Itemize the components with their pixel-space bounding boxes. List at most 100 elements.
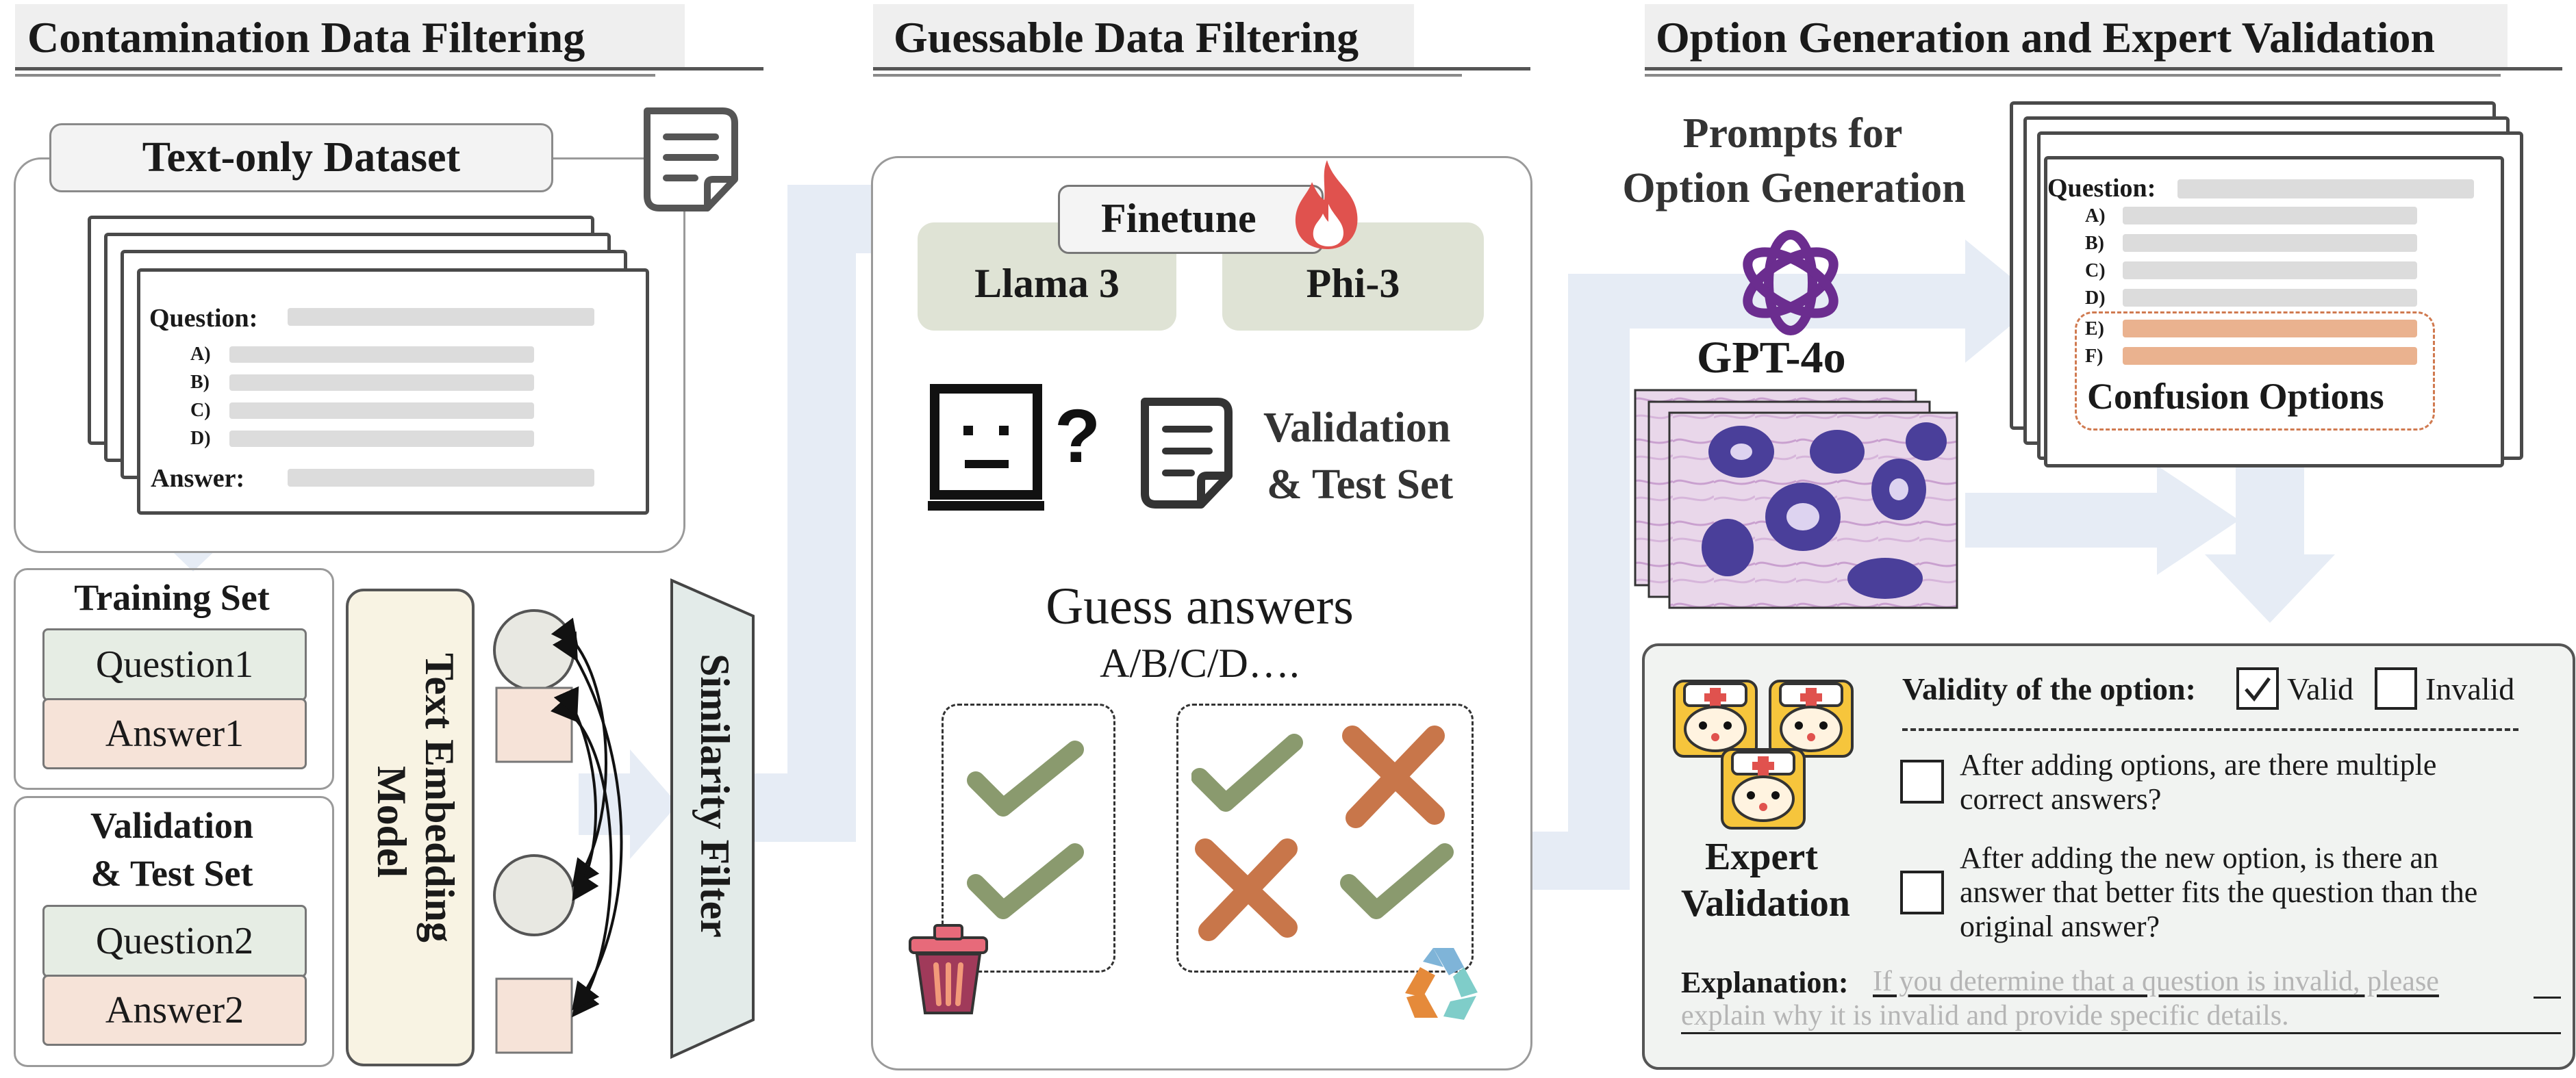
- embedding-vectors: [493, 609, 623, 1054]
- expert-label-line1: Expert: [1705, 836, 1818, 878]
- option-bar: [2123, 289, 2417, 307]
- trash-icon: [909, 924, 988, 1014]
- section-title-guessable: Guessable Data Filtering: [894, 13, 1359, 62]
- prompts-label-line1: Prompts for: [1682, 110, 1903, 157]
- section-rule: [1645, 74, 2501, 77]
- expert-label-line2: Validation: [1681, 882, 1850, 925]
- embedding-square-1: [495, 686, 573, 763]
- question-label: Question:: [149, 304, 258, 333]
- flow-arrow-to-expert: [2205, 465, 2335, 623]
- invalid-checkbox[interactable]: [2375, 667, 2417, 710]
- underline: [2534, 997, 2561, 999]
- embedding-model-label-line2: Model: [369, 766, 414, 878]
- q1-line1: After adding options, are there multiple: [1960, 748, 2437, 782]
- option-bar: [229, 431, 534, 447]
- validation-set-title-line2: & Test Set: [90, 853, 253, 894]
- option-bar: [2123, 207, 2417, 224]
- openai-logo-icon: [1743, 230, 1839, 335]
- valid-checkbox[interactable]: [2236, 667, 2279, 710]
- check-icon: [1340, 843, 1454, 919]
- robot-question-icon: ?: [928, 384, 1100, 511]
- guess-answers-line2: A/B/C/D….: [1100, 641, 1300, 686]
- option-bar: [229, 374, 534, 391]
- llama3-label: Llama 3: [974, 261, 1120, 306]
- check-icon: [967, 843, 1084, 919]
- explanation-line2[interactable]: explain why it is invalid and provide sp…: [1681, 1000, 2289, 1031]
- embedding-model-label-line1: Text Embedding: [417, 653, 462, 942]
- option-label: D): [2085, 287, 2106, 309]
- document-icon: [644, 107, 738, 211]
- option-bar: [229, 346, 534, 363]
- explanation-label: Explanation:: [1681, 966, 1849, 999]
- flow-arrow-to-card: [1965, 465, 2239, 575]
- section-rule: [873, 74, 1462, 77]
- divider: [1902, 728, 2518, 731]
- option-label: A): [190, 344, 211, 365]
- section-rule: [873, 67, 1530, 70]
- nurse-mascot: [1721, 748, 1806, 830]
- option-label: E): [2085, 318, 2104, 339]
- invalid-label: Invalid: [2425, 671, 2515, 706]
- confusion-option-bar: [2123, 347, 2417, 365]
- flame-icon: [1295, 160, 1358, 249]
- check-icon: [967, 741, 1084, 817]
- histology-images: [1634, 389, 1958, 609]
- answer2-scroll: Answer2: [42, 975, 307, 1046]
- document-icon: [1141, 398, 1233, 509]
- explanation-underline: [1681, 1032, 2561, 1034]
- option-bar: [2123, 261, 2417, 279]
- q1-line2: correct answers?: [1960, 782, 2162, 816]
- option-label: A): [2085, 205, 2106, 227]
- finetune-box: Finetune: [1058, 185, 1324, 254]
- embedding-circle-2: [493, 854, 575, 936]
- option-label: C): [2085, 260, 2106, 281]
- answer-placeholder-bar: [288, 469, 594, 487]
- similarity-filter-label: Similarity Filter: [692, 654, 737, 938]
- check-marks: [967, 741, 1084, 919]
- nurse-mascot-icons: [1673, 680, 1854, 830]
- guessable-keep-box: [1176, 704, 1474, 973]
- flow-arrow-to-gpt: [1472, 240, 2041, 890]
- check-icon: [1191, 734, 1303, 812]
- finetune-label: Finetune: [1101, 196, 1257, 241]
- option-label: D): [190, 428, 211, 449]
- checkmark-icon: [2245, 677, 2271, 702]
- embedding-circle-1: [493, 609, 575, 691]
- option-bar: [229, 402, 534, 419]
- validation-label-line1: Validation: [1263, 405, 1451, 451]
- answer-label: Answer:: [151, 464, 245, 493]
- question-label: Question:: [2047, 174, 2156, 203]
- validation-set-box: [14, 796, 334, 1067]
- training-set-title: Training Set: [74, 577, 270, 618]
- validity-label: Validity of the option:: [1902, 671, 2196, 706]
- question-placeholder-bar: [288, 308, 594, 326]
- section-title-contamination: Contamination Data Filtering: [27, 13, 585, 62]
- flow-arrow-to-filter: [579, 749, 678, 859]
- confusion-options-box: [2075, 311, 2435, 431]
- multiple-correct-checkbox[interactable]: [1900, 760, 1944, 804]
- option-label: F): [2085, 346, 2104, 367]
- nurse-mascot: [1673, 680, 1758, 758]
- confusion-options-label: Confusion Options: [2087, 376, 2384, 417]
- recycle-icon: [1405, 948, 1478, 1020]
- better-answer-checkbox[interactable]: [1900, 871, 1944, 914]
- nurse-mascot: [1769, 680, 1854, 758]
- similarity-arrow: [553, 686, 599, 901]
- question1-scroll: Question1: [42, 628, 307, 701]
- training-set-box: [14, 568, 334, 790]
- q2-line2: answer that better fits the question tha…: [1960, 875, 2478, 909]
- cross-icon: [1195, 838, 1298, 941]
- similarity-filter-shape: [670, 578, 755, 1060]
- flow-arrow-to-finetune: [753, 161, 1055, 842]
- validation-set-title-line1: Validation: [90, 805, 254, 846]
- question-placeholder-bar: [2177, 179, 2474, 198]
- cross-icon: [1342, 726, 1445, 828]
- check-cross-marks: [1191, 726, 1454, 941]
- confusion-option-bar: [2123, 320, 2417, 337]
- dataset-label: Text-only Dataset: [142, 134, 461, 181]
- answer1-scroll: Answer1: [42, 698, 307, 769]
- explanation-line1[interactable]: If you determine that a question is inva…: [1873, 966, 2439, 997]
- guessable-discard-box: [942, 704, 1115, 973]
- dataset-label-box: Text-only Dataset: [49, 123, 553, 192]
